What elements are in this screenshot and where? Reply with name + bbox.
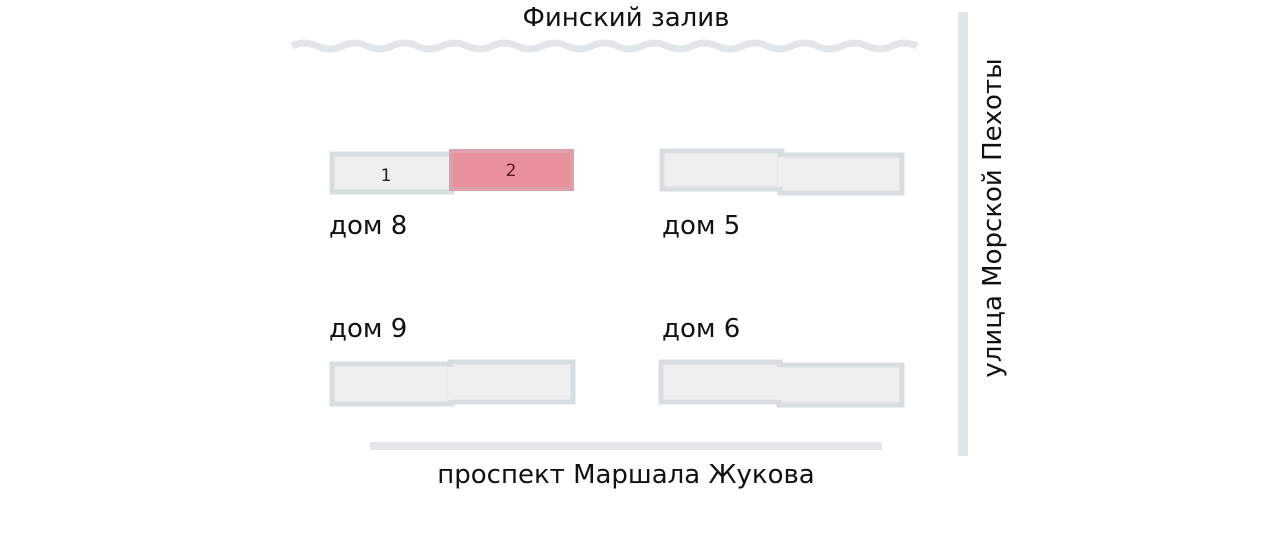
section[interactable] (777, 152, 905, 196)
section[interactable] (776, 362, 905, 408)
section[interactable] (329, 361, 455, 407)
section-2-selected[interactable] (449, 149, 574, 191)
section-joint (776, 367, 782, 400)
building-label: дом 9 (329, 314, 407, 344)
gulf-label: Финский залив (523, 3, 730, 33)
section[interactable] (447, 359, 576, 405)
section-1[interactable] (329, 151, 455, 195)
building-dom-8[interactable]: 1 2 дом 8 (329, 149, 574, 241)
building-label: дом 8 (329, 211, 407, 241)
street-right-label: улица Морской Пехоты (978, 58, 1008, 377)
section-joint (778, 157, 784, 187)
section-2-number: 2 (506, 161, 517, 181)
building-label: дом 5 (662, 211, 740, 241)
building-dom-5[interactable]: дом 5 (659, 148, 905, 241)
section[interactable] (658, 359, 783, 405)
section-joint (448, 367, 454, 400)
building-label: дом 6 (662, 314, 740, 344)
section-1-number: 1 (381, 166, 392, 186)
section[interactable] (659, 148, 785, 192)
water-wave (290, 39, 919, 53)
road-bottom (370, 442, 882, 450)
building-dom-9[interactable]: дом 9 (329, 314, 576, 407)
road-right (958, 12, 968, 456)
building-dom-6[interactable]: дом 6 (658, 314, 905, 408)
street-bottom-label: проспект Маршала Жукова (437, 460, 814, 490)
